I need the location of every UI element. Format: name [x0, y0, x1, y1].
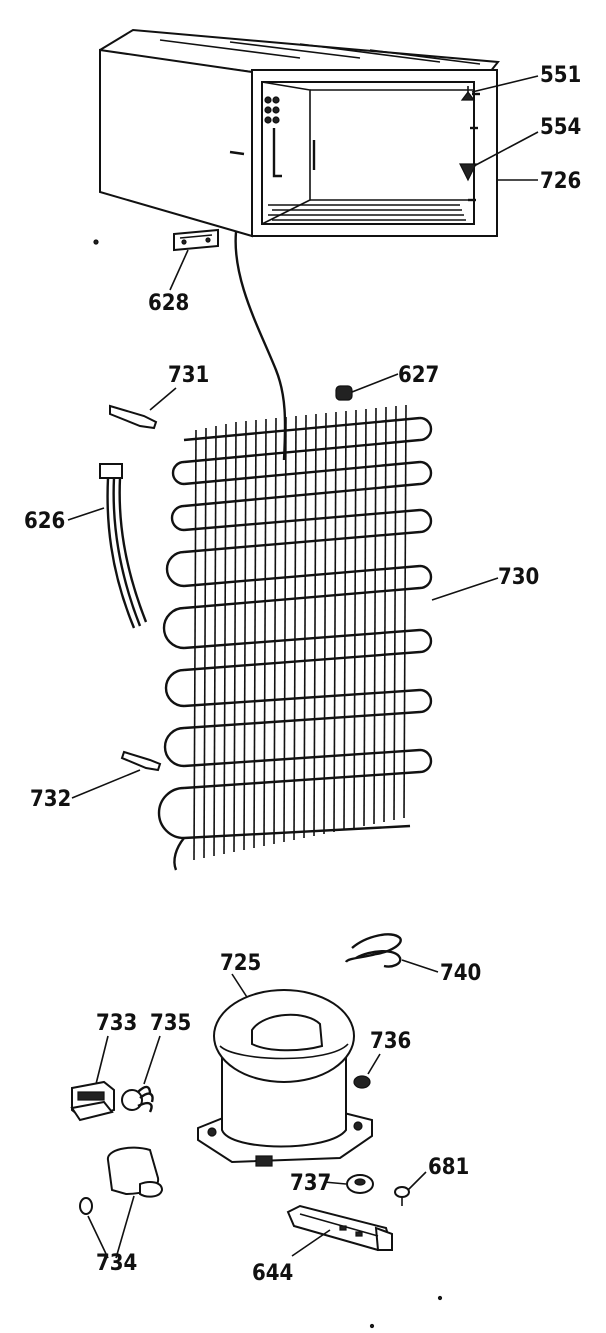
relay-733	[70, 1080, 115, 1122]
label-732: 732	[30, 787, 71, 812]
label-730: 730	[498, 565, 539, 590]
label-551: 551	[540, 63, 581, 88]
terminal-cover-734	[79, 1146, 164, 1215]
label-736: 736	[370, 1029, 411, 1054]
label-733: 733	[96, 1011, 137, 1036]
hairpin-clip-740	[344, 933, 402, 968]
label-627: 627	[398, 363, 439, 388]
screw-554	[459, 163, 477, 182]
label-737: 737	[290, 1171, 331, 1196]
wire-harness-626	[99, 463, 148, 629]
label-554: 554	[540, 115, 581, 140]
label-726: 726	[540, 169, 581, 194]
label-725: 725	[220, 951, 261, 976]
label-628: 628	[148, 291, 189, 316]
label-740: 740	[440, 961, 481, 986]
label-626: 626	[24, 509, 65, 534]
bracket-628	[173, 228, 219, 252]
label-734: 734	[96, 1251, 137, 1276]
bracket-644	[286, 1204, 393, 1252]
clip-732	[120, 750, 162, 772]
grommet-627	[335, 385, 353, 401]
overload-735	[121, 1085, 154, 1113]
label-731: 731	[168, 363, 209, 388]
liner-vent-holes	[264, 96, 280, 124]
clip-731	[109, 404, 158, 430]
liner-floor-ribs	[268, 204, 466, 221]
cabinet-liner	[99, 28, 500, 238]
grommet-737	[346, 1174, 374, 1194]
label-644: 644	[252, 1261, 293, 1286]
label-735: 735	[150, 1011, 191, 1036]
condenser-tubes	[157, 416, 433, 871]
screw-551	[460, 86, 476, 101]
screw-681	[394, 1186, 410, 1206]
condenser-730	[157, 404, 433, 871]
label-681: 681	[428, 1155, 469, 1180]
grommet-736	[353, 1075, 371, 1089]
compressor-725	[197, 989, 373, 1167]
